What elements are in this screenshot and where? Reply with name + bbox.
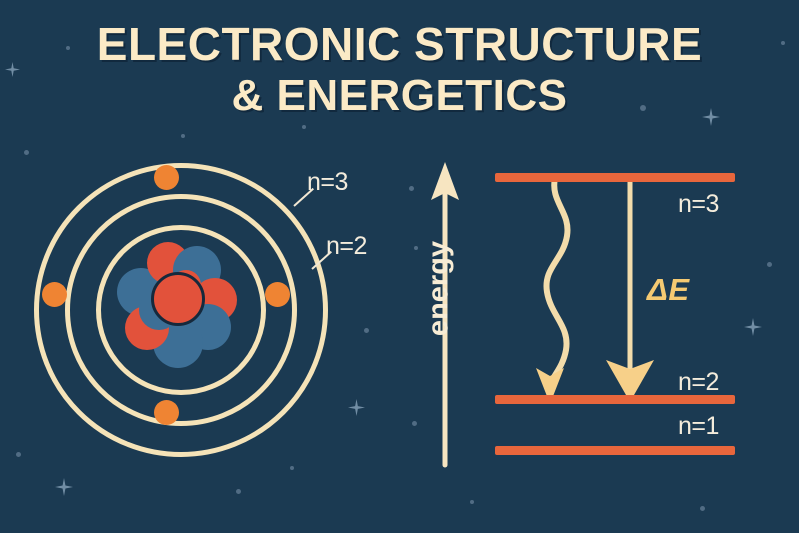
star-dot-icon <box>16 452 21 457</box>
delta-e-label: ΔE <box>647 272 690 307</box>
star-dot-icon <box>24 150 29 155</box>
star-dot-icon <box>414 246 418 250</box>
star-dot-icon <box>290 466 294 470</box>
energy-level-bar-n3 <box>495 173 735 182</box>
delta-e-arrow <box>606 175 654 402</box>
star-dot-icon <box>767 262 772 267</box>
electron <box>42 282 67 307</box>
atom-diagram <box>18 150 344 476</box>
star-dot-icon <box>236 489 241 494</box>
energy-level-bar-n1 <box>495 446 735 455</box>
energy-level-label-n3: n=3 <box>678 190 719 218</box>
orbit-label-n3: n=3 <box>307 168 348 196</box>
orbit-label-n2: n=2 <box>326 232 367 260</box>
energy-axis-label: energy <box>422 240 455 337</box>
star-dot-icon <box>412 421 417 426</box>
electron <box>154 165 179 190</box>
energy-level-diagram: n=3 n=2 n=1 ΔE energy <box>400 140 799 480</box>
star-dot-icon <box>364 328 369 333</box>
proton-center <box>151 272 205 326</box>
star-sparkle-icon <box>5 62 20 77</box>
star-dot-icon <box>781 41 785 45</box>
star-dot-icon <box>302 125 306 129</box>
energy-level-label-n1: n=1 <box>678 412 719 440</box>
energy-level-label-n2: n=2 <box>678 368 719 396</box>
star-dot-icon <box>640 105 646 111</box>
energy-axis-arrow <box>431 162 459 468</box>
star-dot-icon <box>66 46 70 50</box>
nucleus <box>111 240 251 380</box>
page-title: ELECTRONIC STRUCTURE & ENERGETICS <box>0 18 799 122</box>
orbit-shell-3 <box>34 163 328 457</box>
star-sparkle-icon <box>702 108 720 126</box>
title-line-1: ELECTRONIC STRUCTURE <box>96 18 703 70</box>
star-dot-icon <box>700 506 705 511</box>
electron <box>154 400 179 425</box>
star-dot-icon <box>409 186 414 191</box>
orbit-shell-2 <box>65 194 297 426</box>
electron <box>265 282 290 307</box>
orbit-shell-1 <box>96 225 266 395</box>
star-dot-icon <box>181 134 185 138</box>
photon-wave-arrow <box>536 175 571 404</box>
energy-diagram-arrows <box>431 162 654 468</box>
title-line-2: & ENERGETICS <box>231 71 568 120</box>
star-sparkle-icon <box>55 478 73 496</box>
star-sparkle-icon <box>348 399 365 416</box>
energy-level-bar-n2 <box>495 395 735 404</box>
star-dot-icon <box>470 500 474 504</box>
